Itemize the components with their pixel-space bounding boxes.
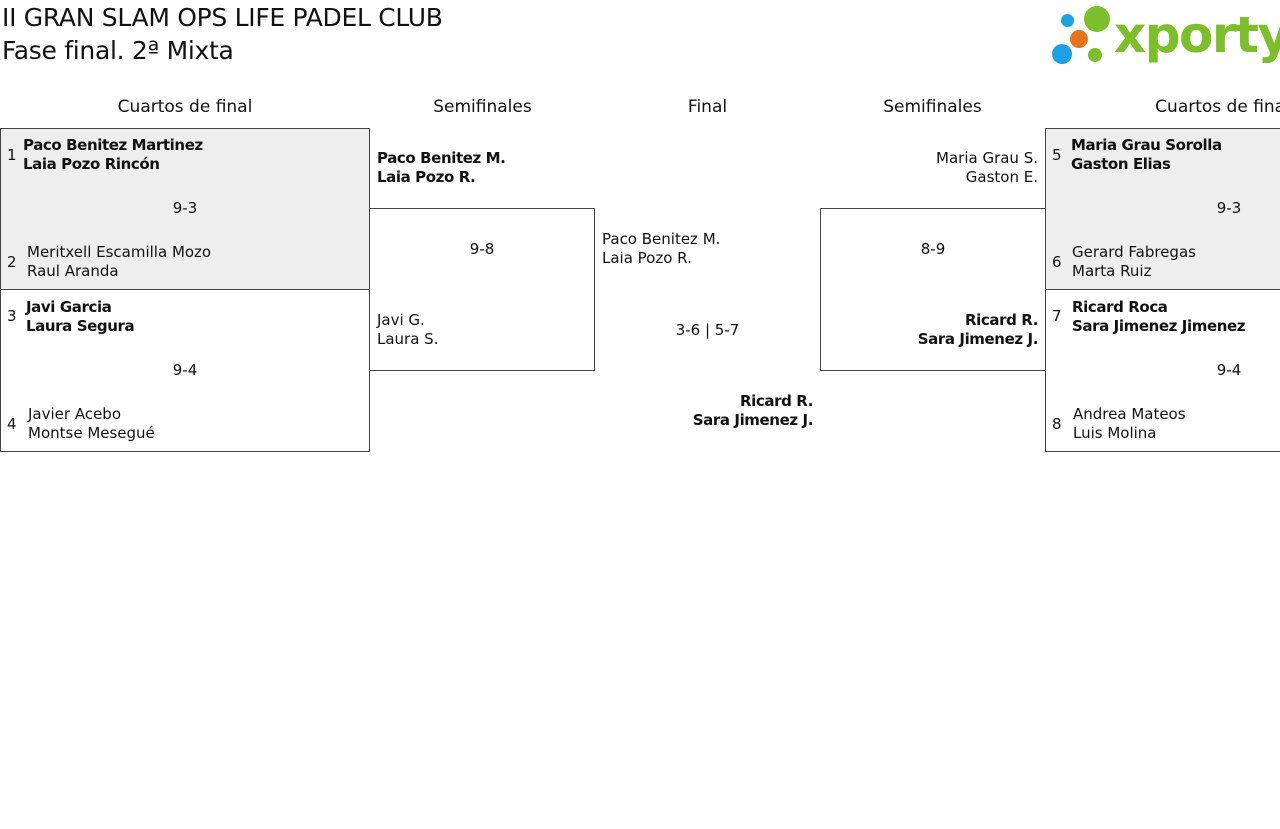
seed-number: 6: [1052, 253, 1062, 271]
player-name: Luis Molina: [1073, 424, 1157, 442]
match-score: 9-4: [1216, 361, 1242, 379]
player-name: Javi Garcia: [26, 298, 112, 316]
player-name: Sara Jimenez J.: [692, 411, 814, 429]
player-name: Javi G.: [377, 311, 425, 329]
player-name: Raul Aranda: [27, 262, 119, 280]
final-score: 3-6 | 5-7: [675, 321, 740, 339]
seed-number: 1: [7, 146, 17, 164]
match-score: 9-4: [172, 361, 198, 379]
player-name: Meritxell Escamilla Mozo: [27, 243, 212, 261]
match-score: 8-9: [920, 240, 946, 258]
player-name: Montse Mesegué: [28, 424, 155, 442]
match-score: 9-3: [172, 199, 198, 217]
column-header-semis-left: Semifinales: [433, 97, 532, 117]
match-score: 9-8: [469, 240, 495, 258]
logo-dot-green-icon: [1084, 6, 1110, 32]
column-header-quarters-right: Cuartos de final: [1155, 97, 1280, 117]
player-name: Sara Jimenez Jimenez: [1072, 317, 1246, 335]
player-name: Marta Ruiz: [1072, 262, 1152, 280]
seed-number: 4: [7, 415, 17, 433]
player-name: Laura S.: [377, 330, 439, 348]
logo-text: xporty: [1114, 6, 1280, 64]
player-name: Javier Acebo: [28, 405, 121, 423]
player-name: Paco Benitez M.: [602, 230, 721, 248]
page-title: II GRAN SLAM OPS LIFE PADEL CLUB: [2, 3, 443, 32]
page-subtitle: Fase final. 2ª Mixta: [2, 36, 234, 65]
logo-dot-green2-icon: [1088, 48, 1102, 62]
seed-number: 5: [1052, 146, 1062, 164]
match-qf-right-1[interactable]: [1045, 128, 1280, 290]
player-name: Andrea Mateos: [1073, 405, 1186, 423]
match-score: 9-3: [1216, 199, 1242, 217]
match-qf-left-1[interactable]: [0, 128, 370, 290]
logo-dot-blue-icon: [1061, 14, 1074, 27]
xporty-logo[interactable]: xporty: [1050, 2, 1280, 68]
player-name: Paco Benitez M.: [377, 149, 506, 167]
column-header-quarters-left: Cuartos de final: [117, 97, 253, 117]
player-name: Laura Segura: [26, 317, 135, 335]
seed-number: 2: [7, 253, 17, 271]
player-name: Gaston E.: [965, 168, 1038, 186]
player-name: Gerard Fabregas: [1072, 243, 1196, 261]
player-name: Paco Benitez Martinez: [23, 136, 203, 154]
player-name: Laia Pozo R.: [377, 168, 476, 186]
player-name: Laia Pozo R.: [602, 249, 692, 267]
logo-dot-orange-icon: [1070, 30, 1088, 48]
logo-dot-blue2-icon: [1052, 44, 1072, 64]
player-name: Ricard R.: [740, 392, 813, 410]
player-name: Ricard Roca: [1072, 298, 1168, 316]
match-qf-right-2[interactable]: [1045, 289, 1280, 452]
column-header-semis-right: Semifinales: [883, 97, 982, 117]
seed-number: 3: [7, 307, 17, 325]
player-name: Sara Jimenez J.: [917, 330, 1039, 348]
player-name: Ricard R.: [965, 311, 1038, 329]
match-sf-left[interactable]: [369, 208, 595, 371]
player-name: Maria Grau Sorolla: [1071, 136, 1222, 154]
seed-number: 8: [1052, 415, 1062, 433]
player-name: Maria Grau S.: [936, 149, 1038, 167]
player-name: Laia Pozo Rincón: [23, 155, 160, 173]
player-name: Gaston Elias: [1071, 155, 1171, 173]
column-header-final: Final: [687, 97, 728, 117]
seed-number: 7: [1052, 307, 1062, 325]
